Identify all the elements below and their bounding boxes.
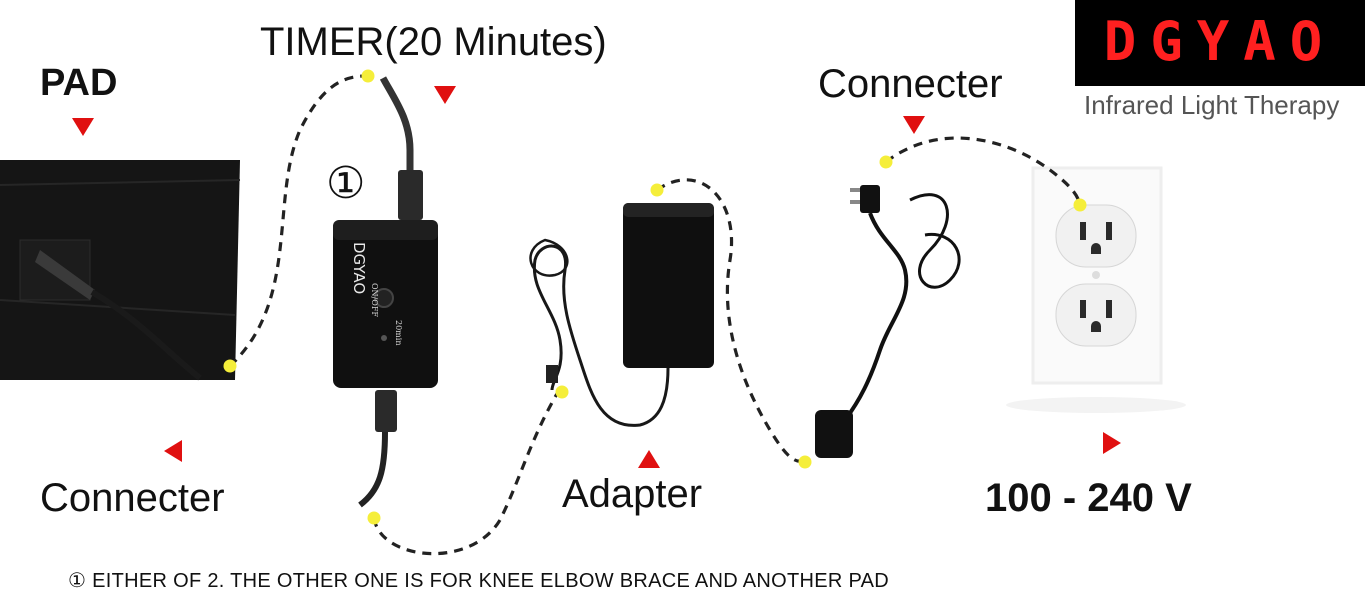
- arrow-adapter: [638, 450, 660, 468]
- path-adapter-to-cord: [656, 178, 806, 463]
- power-cord: [815, 185, 961, 458]
- controller-switch-label: ON/OFF: [370, 283, 379, 317]
- dot-adapter-plug: [555, 385, 569, 399]
- label-connecter-right: Connecter: [818, 62, 1003, 106]
- brand-logo: DGYAO: [1075, 0, 1365, 86]
- arrow-connecter-right: [903, 116, 925, 134]
- footnote: ① EITHER OF 2. THE OTHER ONE IS FOR KNEE…: [68, 570, 890, 592]
- path-pad-to-timer: [228, 74, 369, 368]
- dot-cord-end: [798, 455, 812, 469]
- brand-logo-text: DGYAO: [1103, 10, 1337, 73]
- dot-cord-plug: [879, 155, 893, 169]
- arrow-pad: [72, 118, 94, 136]
- power-adapter: [529, 203, 714, 427]
- controller-brand-print: DGYAO: [350, 242, 368, 294]
- path-timer-to-adapter: [372, 391, 560, 556]
- dot-pad: [223, 359, 237, 373]
- brand-tagline: Infrared Light Therapy: [1084, 90, 1340, 120]
- arrow-voltage: [1103, 432, 1121, 454]
- wall-outlet: [1006, 166, 1186, 413]
- connection-paths: [228, 74, 1082, 556]
- arrow-timer: [434, 86, 456, 104]
- timer-controller: DGYAO ON/OFF 20min: [333, 76, 438, 508]
- dot-outlet: [1073, 198, 1087, 212]
- dot-timer-bottom: [367, 511, 381, 525]
- path-cord-to-outlet: [885, 136, 1082, 206]
- label-timer: TIMER(20 Minutes): [260, 20, 607, 64]
- dot-adapter-top: [650, 183, 664, 197]
- connection-dots: [223, 69, 1087, 525]
- label-pad: PAD: [40, 62, 118, 104]
- heating-pad: [0, 160, 241, 381]
- controller-timer-print: 20min: [394, 320, 403, 345]
- step-marker: ①: [326, 159, 366, 208]
- label-adapter: Adapter: [562, 472, 703, 516]
- label-voltage: 100 - 240 V: [985, 476, 1192, 520]
- dot-timer-top: [361, 69, 375, 83]
- label-connecter-left: Connecter: [40, 476, 225, 520]
- arrow-connecter-left: [164, 440, 182, 462]
